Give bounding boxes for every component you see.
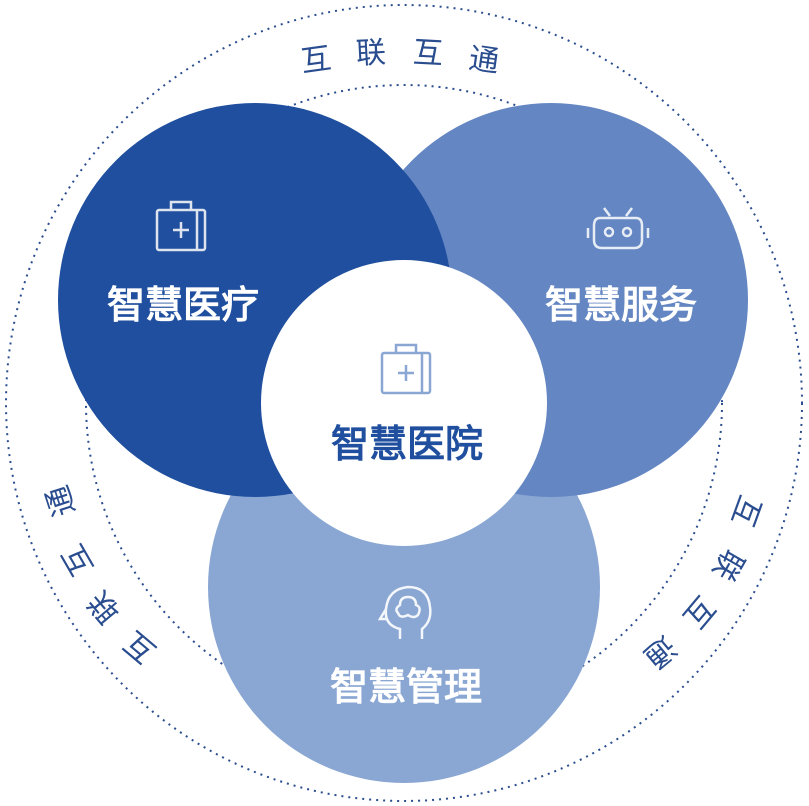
ring-char: 互 bbox=[56, 538, 101, 581]
management-label: 智慧管理 bbox=[330, 665, 482, 709]
service-label: 智慧服务 bbox=[545, 283, 697, 327]
ring-char: 通 bbox=[40, 481, 83, 520]
center-medical-kit-icon bbox=[380, 343, 432, 395]
ring-text-right: 互 联 互 通 bbox=[637, 491, 767, 675]
medical-kit-icon bbox=[155, 200, 207, 252]
medical-label: 智慧医疗 bbox=[107, 283, 259, 327]
ring-char: 互 bbox=[412, 35, 444, 72]
ring-char: 通 bbox=[637, 629, 682, 675]
ring-char: 通 bbox=[467, 41, 502, 80]
ring-text-left: 互 联 互 通 bbox=[40, 481, 163, 669]
ring-char: 互 bbox=[118, 624, 163, 670]
robot-icon bbox=[586, 207, 650, 250]
ring-text-top: 互 联 互 通 bbox=[299, 35, 501, 80]
inner-dotted-ring bbox=[85, 84, 723, 722]
ring-char: 联 bbox=[81, 584, 127, 629]
ring-char: 联 bbox=[705, 543, 750, 586]
ring-char: 互 bbox=[676, 589, 722, 634]
center-label: 智慧医院 bbox=[331, 422, 483, 466]
head-brain-icon bbox=[377, 585, 432, 639]
ring-char: 互 bbox=[299, 41, 334, 80]
ring-char: 联 bbox=[355, 35, 387, 72]
center-circle bbox=[261, 260, 547, 546]
ring-char: 互 bbox=[724, 491, 767, 531]
outer-dotted-ring bbox=[5, 4, 803, 802]
